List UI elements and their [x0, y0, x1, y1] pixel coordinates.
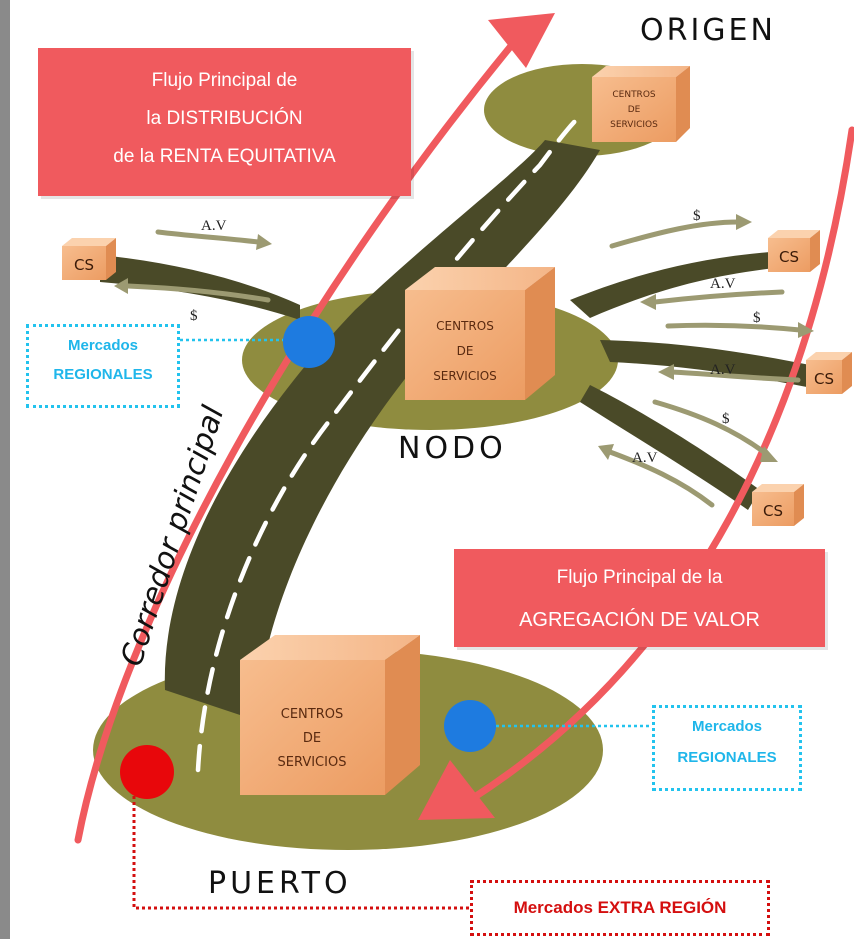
cs-label-west: CS: [74, 256, 94, 274]
corridor-center-dashes: [195, 115, 581, 773]
puerto-box-line2: DE: [303, 731, 321, 746]
value-flow-box: Flujo Principal de la AGREGACIÓN DE VALO…: [454, 549, 825, 647]
branch-road-west: [100, 255, 300, 320]
distribution-flow-line3: de la RENTA EQUITATIVA: [113, 146, 336, 167]
small-flow-arrows: [125, 219, 803, 508]
left-margin-bar: [0, 0, 10, 939]
origen-label: ORIGEN: [640, 13, 776, 48]
nodo-label: NODO: [398, 431, 507, 466]
service-center-box-nodo: CENTROS DE SERVICIOS: [405, 267, 555, 400]
regional-markets-box-puerto: Mercados REGIONALES: [652, 705, 802, 791]
value-flow-arrowhead: [418, 760, 495, 820]
cs-box-west: CS: [62, 238, 116, 280]
av-label-east-2: A.V: [710, 362, 736, 378]
money-arrow-east-3: [652, 399, 771, 458]
regional-market-circle-nodo: [283, 316, 335, 368]
cs-box-east-2: CS: [806, 352, 852, 394]
av-label-east-3: A.V: [632, 450, 658, 466]
regional-markets-nodo-line2: REGIONALES: [53, 366, 153, 383]
money-arrow-east-1: [609, 219, 741, 249]
money-label-west: $: [190, 308, 198, 324]
cs-box-east-1: CS: [768, 230, 820, 272]
nodo-box-line2: DE: [457, 344, 474, 358]
av-arrow-east-1: [652, 289, 785, 305]
distribution-flow-box: Flujo Principal de la DISTRIBUCIÓN de la…: [38, 48, 411, 196]
money-arrow-east-2: [665, 322, 803, 333]
av-label-east-1: A.V: [710, 276, 736, 292]
connector-extra-region: [132, 796, 472, 910]
av-arrow-west: [155, 229, 261, 245]
av-arrow-east-2: [669, 369, 801, 383]
service-center-box-puerto: CENTROS DE SERVICIOS: [240, 635, 420, 795]
distribution-flow-line1: Flujo Principal de: [151, 70, 298, 91]
regional-markets-nodo-line1: Mercados: [67, 337, 139, 354]
origen-box-line3: SERVICIOS: [610, 120, 658, 130]
distribution-flow-arrow: [74, 31, 524, 844]
value-flow-line1: Flujo Principal de la: [556, 567, 723, 588]
cs-label-east-1: CS: [779, 248, 799, 266]
origen-box-line1: CENTROS: [612, 90, 656, 100]
nodo-box-line1: CENTROS: [436, 319, 494, 333]
origen-box-line2: DE: [628, 105, 641, 115]
regional-markets-box-nodo: Mercados REGIONALES: [26, 324, 180, 408]
value-flow-arrow: [466, 126, 854, 804]
distribution-arrowhead: [488, 13, 555, 68]
cs-box-east-3: CS: [752, 484, 804, 526]
value-flow-line2: AGREGACIÓN DE VALOR: [519, 609, 760, 631]
nodo-box-line3: SERVICIOS: [433, 369, 497, 383]
money-label-east-1: $: [693, 208, 701, 224]
regional-markets-puerto-line2: REGIONALES: [677, 749, 777, 766]
regional-markets-puerto-line1: Mercados: [691, 718, 763, 735]
cs-label-east-2: CS: [814, 370, 834, 388]
regional-market-circle-puerto: [444, 700, 496, 752]
extra-region-market-circle: [120, 745, 174, 799]
money-label-east-2: $: [753, 310, 761, 326]
av-arrow-east-3: [607, 449, 715, 508]
money-arrow-west: [125, 283, 271, 303]
puerto-label: PUERTO: [208, 866, 352, 901]
extra-region-markets-label: Mercados EXTRA REGIÓN: [513, 898, 727, 917]
av-label-west: A.V: [201, 218, 227, 234]
distribution-flow-line2: la DISTRIBUCIÓN: [146, 108, 303, 129]
service-center-box-origen: CENTROS DE SERVICIOS: [592, 66, 690, 142]
branch-road-east-upper: [570, 252, 775, 318]
cs-label-east-3: CS: [763, 502, 783, 520]
small-flow-arrowheads: [114, 214, 814, 462]
puerto-box-line1: CENTROS: [281, 707, 343, 722]
branch-road-east-lower: [580, 385, 760, 510]
puerto-box-line3: SERVICIOS: [278, 755, 347, 770]
main-corridor-road: [164, 140, 600, 720]
money-label-east-3: $: [722, 411, 730, 427]
extra-region-markets-box: Mercados EXTRA REGIÓN: [470, 880, 770, 936]
